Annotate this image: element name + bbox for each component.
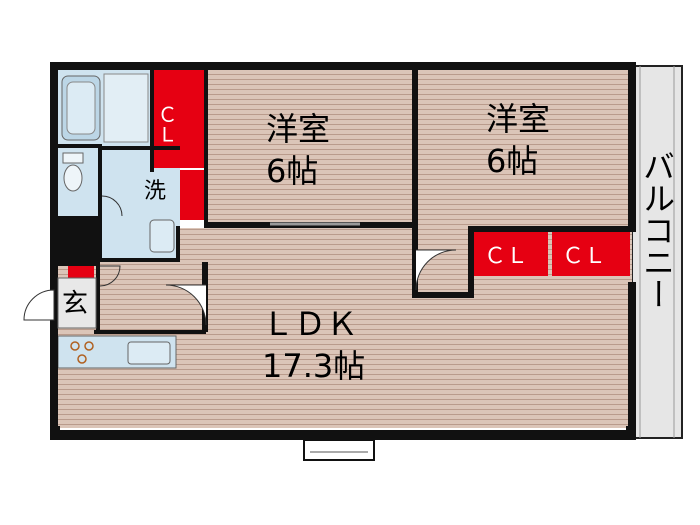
closet-label-mid: ＣＬ xyxy=(484,244,528,269)
doors xyxy=(23,195,457,326)
wet-area xyxy=(56,70,180,260)
entrance-label: 玄 xyxy=(62,289,88,319)
room-ldk-size: 17.3帖 xyxy=(262,347,365,385)
wash-label: 洗 xyxy=(144,179,166,204)
kitchen-counter xyxy=(57,335,177,369)
closet-label-topleft: ＣＬ xyxy=(154,104,178,144)
room-western1-size: 6帖 xyxy=(266,152,318,190)
closet-label-right: ＣＬ xyxy=(562,244,606,269)
room-western2-name: 洋室 xyxy=(486,100,550,138)
room-ldk-name: ＬＤＫ xyxy=(262,305,358,343)
bay-window xyxy=(303,439,375,461)
walls xyxy=(50,62,636,440)
room-western1-name: 洋室 xyxy=(266,110,330,148)
entrance-floor xyxy=(57,277,97,329)
balcony xyxy=(631,65,683,439)
balcony-label: バルコニー xyxy=(638,150,676,310)
room-western2-size: 6帖 xyxy=(486,142,538,180)
closets xyxy=(68,68,630,278)
